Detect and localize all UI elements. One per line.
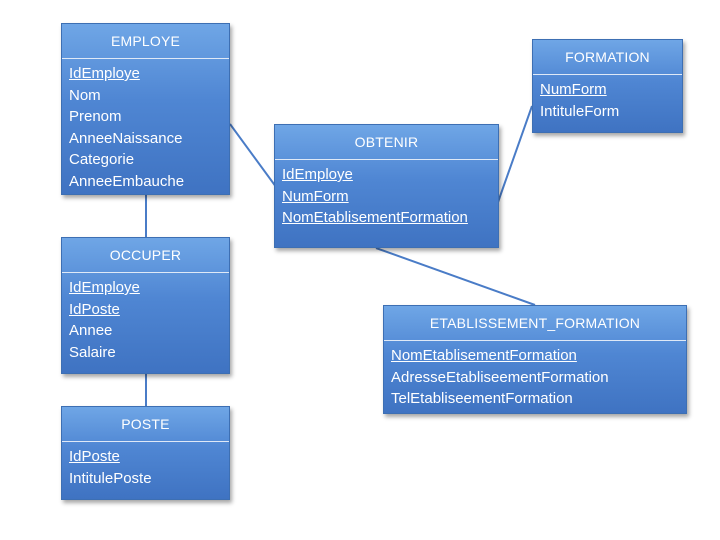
link-obtenir-formation <box>496 105 533 206</box>
key-attribute: NomEtablisementFormation <box>282 209 468 227</box>
attribute: TelEtabliseementFormation <box>391 390 573 408</box>
link-obtenir-etablissement <box>375 247 536 306</box>
attribute: Annee <box>69 322 113 340</box>
key-attribute: IdEmploye <box>69 279 140 296</box>
key-attribute: NumForm <box>282 187 349 205</box>
key-attribute: IdEmploye <box>282 166 353 183</box>
attribute: AnneeNaissance <box>69 129 183 147</box>
attribute: Nom <box>69 86 101 104</box>
entity-etablissement-formation: ETABLISSEMENT_FORMATION NomEtablisementF… <box>383 305 687 414</box>
key-attribute: NomEtablisementFormation <box>391 347 577 364</box>
attribute: Salaire <box>69 343 116 361</box>
key-attribute: IdEmploye <box>69 65 140 82</box>
entity-title: OCCUPER <box>62 238 229 273</box>
entity-title: ETABLISSEMENT_FORMATION <box>384 306 686 341</box>
attribute: AnneeEmbauche <box>69 172 185 190</box>
entity-title: FORMATION <box>533 40 682 75</box>
entity-title: EMPLOYE <box>62 24 229 59</box>
attribute: IntituleForm <box>540 102 620 120</box>
attribute: AdresseEtabliseementFormation <box>391 368 609 386</box>
attribute: Categorie <box>69 151 135 169</box>
entity-title: POSTE <box>62 407 229 442</box>
key-attribute: IdPoste <box>69 448 120 465</box>
entity-title: OBTENIR <box>275 125 498 160</box>
attribute: IntitulePoste <box>69 469 152 487</box>
key-attribute: IdPoste <box>69 300 120 318</box>
key-attribute: NumForm <box>540 81 607 98</box>
attribute: Prenom <box>69 108 122 126</box>
